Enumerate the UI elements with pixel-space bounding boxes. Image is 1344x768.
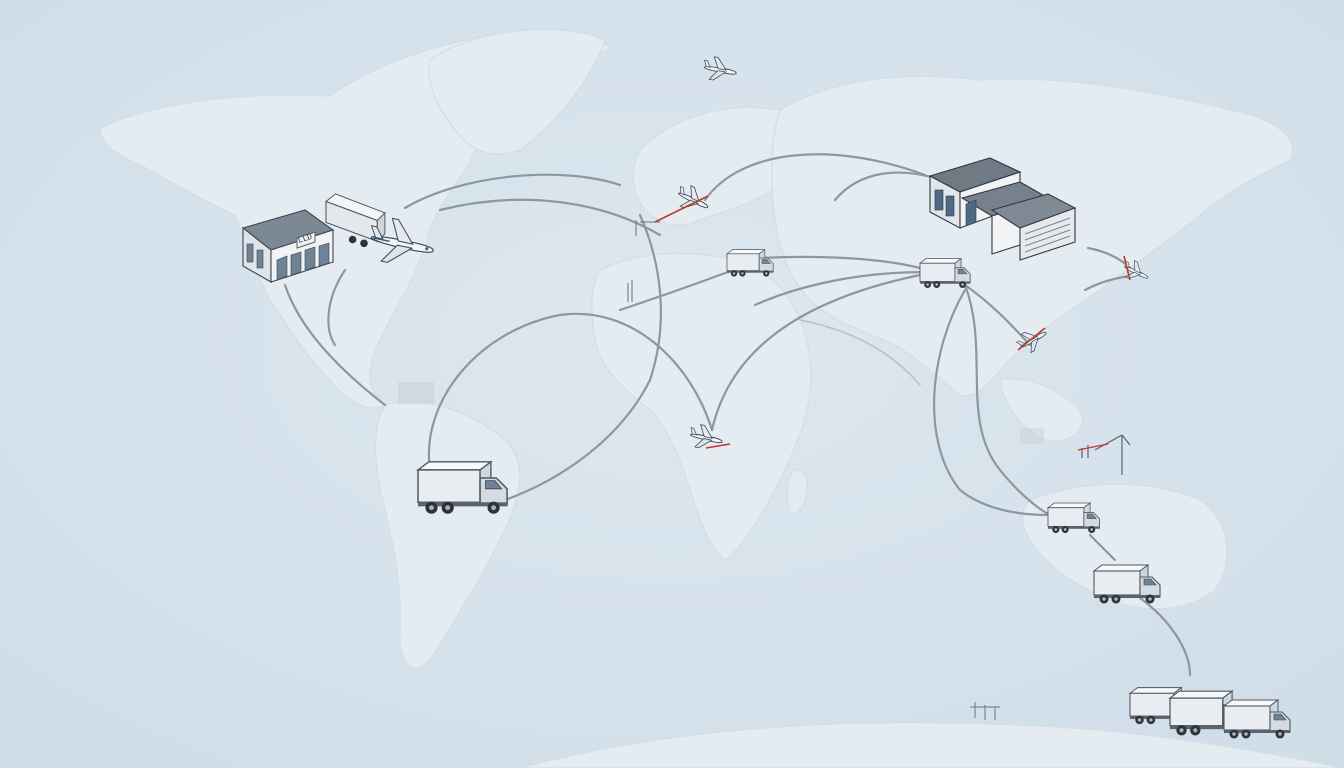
faded-marker [398, 382, 434, 404]
distribution-hub-icon [928, 157, 1077, 261]
landmass-antarctica [519, 721, 1344, 768]
route-line [758, 255, 922, 270]
faded-marker [1020, 428, 1044, 444]
route-line [933, 288, 1050, 517]
flight-markers [654, 195, 1131, 449]
route-line [438, 198, 662, 237]
landmass-southeast-asia [999, 378, 1084, 442]
route-line [833, 171, 937, 202]
flight-path-marker [1017, 327, 1046, 351]
truck-icon [325, 193, 386, 248]
flight-path-marker [1123, 255, 1131, 281]
route-marker [1077, 443, 1109, 451]
landmass-greenland [428, 28, 606, 155]
trucks [325, 193, 1291, 740]
route-line [503, 213, 662, 502]
route-line-faint [799, 319, 921, 386]
flight-path-marker [654, 195, 709, 223]
shipping-routes [283, 153, 1192, 677]
route-line [963, 283, 1052, 517]
route-line [1138, 596, 1192, 677]
route-line [283, 283, 387, 407]
landmass-madagascar [786, 469, 808, 515]
warehouse-sign-text: LLD [297, 232, 314, 245]
route-line [327, 268, 347, 347]
flight-path-marker [705, 443, 731, 449]
landmass-europe [632, 106, 793, 226]
warehouse-icon: LLD [241, 209, 335, 283]
warehouse-sign [296, 231, 316, 249]
route-line [703, 153, 927, 202]
route-line [427, 312, 714, 472]
route-line [753, 270, 927, 307]
signposts [398, 220, 1131, 720]
route-line [710, 273, 922, 432]
route-line [403, 173, 622, 210]
route-line [1088, 533, 1117, 562]
